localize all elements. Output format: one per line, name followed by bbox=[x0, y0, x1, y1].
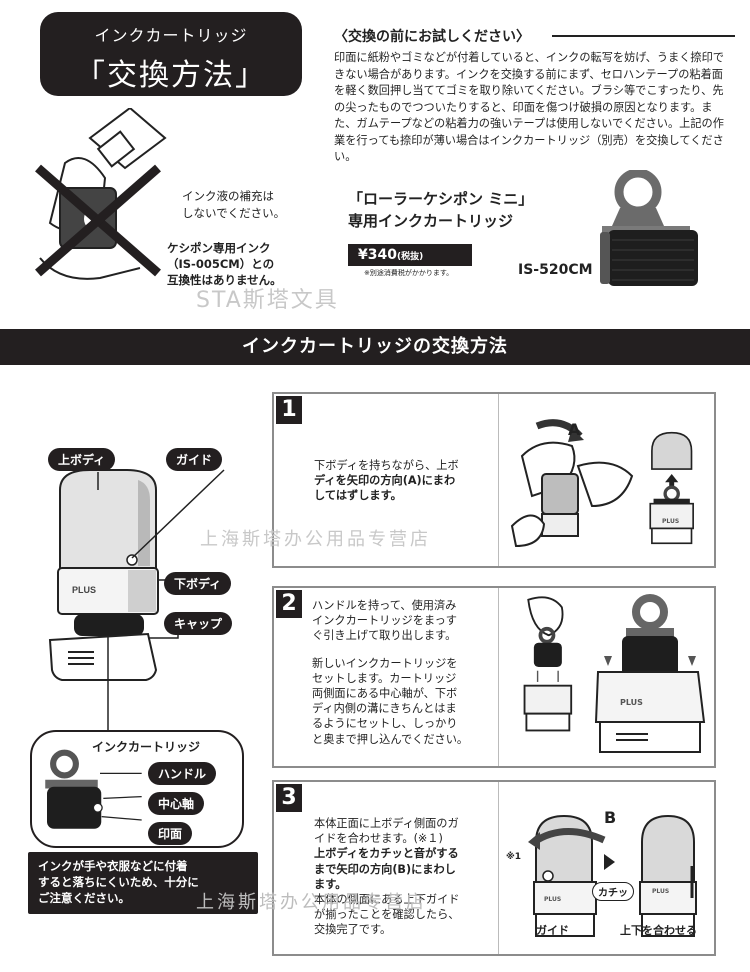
label-guide: ガイド bbox=[166, 448, 223, 471]
step-3-rotate-illustration bbox=[528, 814, 606, 937]
title-box: インクカートリッジ 「交換方法」 bbox=[40, 12, 302, 96]
step-1-text: 下ボディを持ちながら、上ボ ディを矢印の方向(A)にまわ してはずします。 bbox=[314, 459, 459, 503]
cartridge-title: インクカートリッジ bbox=[92, 740, 201, 754]
cartridge-leaders bbox=[100, 772, 142, 821]
step-3-brand-right: PLUS bbox=[652, 888, 670, 895]
step-divider bbox=[498, 394, 499, 566]
title-line2: 「交換方法」 bbox=[75, 58, 267, 93]
step-divider bbox=[498, 588, 499, 766]
step-1-brand: PLUS bbox=[662, 518, 680, 525]
upper-body-shape bbox=[59, 469, 157, 571]
price-tax: (税抜) bbox=[396, 252, 424, 262]
caution-box: インクが手や衣服などに付着 すると落ちにくいため、十分に ご注意ください。 bbox=[28, 852, 258, 914]
notice-rule bbox=[552, 35, 735, 37]
step-3-text: 本体正面に上ボディ側面のガ イドを合わせます。(※１) 上ボディをカチッと音がす… bbox=[314, 817, 460, 937]
step-3: 3 本体正面に上ボディ側面のガ イドを合わせます。(※１) 上ボディをカチッと音… bbox=[272, 780, 716, 956]
step-2-brand: PLUS bbox=[620, 698, 643, 707]
notice-heading: 〈交換の前にお試しください〉 bbox=[334, 29, 530, 45]
price-badge: ¥340(税抜) bbox=[348, 244, 472, 266]
align-caption: 上下を合わせる bbox=[620, 924, 697, 937]
cartridge-illustration bbox=[45, 749, 103, 829]
step-2: 2 ハンドルを持って、使用済み インクカートリッジをまっす ぐ引き上げて取り出し… bbox=[272, 586, 716, 768]
step-2-text: ハンドルを持って、使用済み インクカートリッジをまっす ぐ引き上げて取り出します… bbox=[312, 599, 469, 746]
model-number: IS-520CM bbox=[518, 262, 593, 278]
label-upper-body: 上ボディ bbox=[48, 448, 116, 471]
cross-line-2 bbox=[35, 164, 161, 277]
label-handle: ハンドル bbox=[148, 762, 217, 785]
step-number: 3 bbox=[276, 784, 302, 812]
label-cap: キャップ bbox=[164, 612, 233, 635]
step-number: 2 bbox=[276, 590, 302, 618]
guide-caption: ガイド bbox=[536, 924, 569, 937]
product-name: 「ローラーケシポン ミニ」 専用インクカートリッジ bbox=[348, 190, 534, 230]
step-2-insert-illustration bbox=[594, 594, 706, 753]
step-number: 1 bbox=[276, 396, 302, 424]
label-lower-body: 下ボディ bbox=[164, 572, 232, 595]
step-divider bbox=[498, 782, 499, 954]
arrow-label-b: B bbox=[604, 808, 617, 827]
step-1: 1 下ボディを持ちながら、上ボ ディを矢印の方向(A)にまわ してはずします。 … bbox=[272, 392, 716, 568]
note-mark: ※1 bbox=[506, 852, 522, 862]
title-line1: インクカートリッジ bbox=[94, 26, 248, 45]
next-arrow-icon bbox=[604, 854, 615, 870]
step-1-parts-illustration bbox=[649, 431, 694, 545]
section-title: インクカートリッジの交換方法 bbox=[0, 329, 750, 365]
diagram-brand: PLUS bbox=[72, 585, 96, 595]
watermark-middle: 上海斯塔办公用品专营店 bbox=[200, 529, 431, 550]
no-refill-text: インク液の補充は しないでください。 bbox=[182, 189, 286, 220]
step-3-brand-left: PLUS bbox=[544, 896, 562, 903]
price: ¥340 bbox=[358, 247, 397, 263]
click-sound-label: カチッ bbox=[592, 882, 634, 901]
no-refill-illustration bbox=[35, 108, 167, 280]
step-1-hands-illustration bbox=[510, 419, 634, 548]
step-3-closed-illustration bbox=[639, 814, 697, 937]
step-2-pull-illustration bbox=[523, 596, 573, 732]
cap-shape bbox=[48, 632, 158, 681]
compat-warning: ケシポン専用インク （IS-005CM）との 互換性はありません。 bbox=[167, 241, 282, 287]
watermark-top: STA斯塔文具 bbox=[196, 288, 339, 313]
guide-mark bbox=[126, 554, 138, 566]
stamp-diagram: PLUS bbox=[48, 469, 225, 740]
up-arrow-icon bbox=[665, 473, 679, 483]
roller-shape bbox=[74, 614, 144, 636]
product-cartridge-image bbox=[600, 170, 698, 286]
tax-note: ※別途消費税がかかります。 bbox=[364, 269, 454, 277]
notice-body: 印面に紙粉やゴミなどが付着していると、インクの転写を妨げ、うまく捺印できない場合… bbox=[334, 51, 724, 163]
label-center-axis: 中心軸 bbox=[148, 792, 205, 815]
label-print-face: 印面 bbox=[148, 822, 193, 845]
arrow-label-a: A bbox=[568, 420, 581, 439]
watermark-bottom: 上海斯塔办公用品专营店 bbox=[196, 892, 427, 913]
